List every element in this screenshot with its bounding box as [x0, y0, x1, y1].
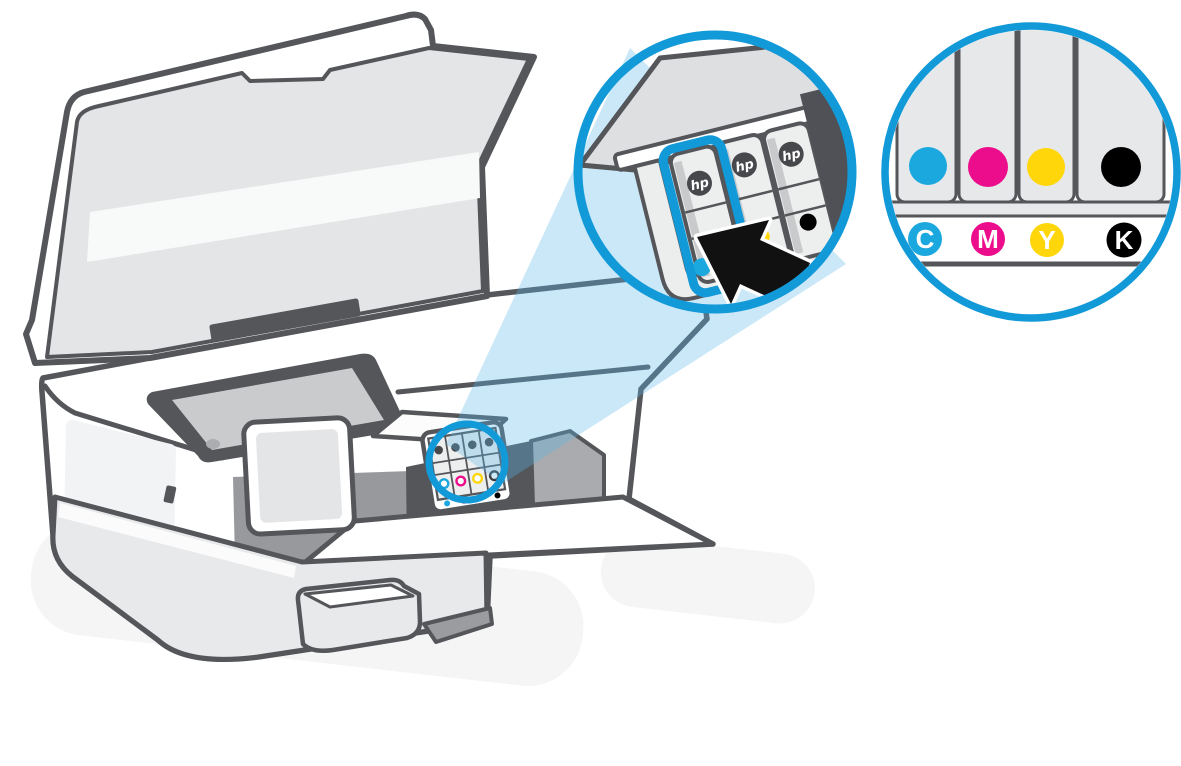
ink-ring-magenta [455, 475, 467, 487]
shadow-right-blob [600, 537, 815, 624]
hp-logo-dot [484, 437, 494, 447]
hp-logo-dot [434, 445, 443, 455]
badge-circle [908, 222, 942, 256]
tray-handle-top [303, 583, 415, 609]
hp-logo-text: hp [781, 146, 803, 165]
badge-circle [1106, 222, 1142, 258]
color-key-view: C M Y K [881, 22, 1181, 322]
door-latch-slot [422, 606, 494, 644]
printer-body [38, 268, 716, 663]
ink-dot-cyan [444, 500, 451, 507]
control-panel [241, 415, 357, 537]
letter-badge-magenta: M [971, 222, 1005, 256]
badge-letter: C [916, 224, 935, 254]
letter-badge-yellow: Y [1030, 223, 1064, 257]
ink-dot-cyan [909, 147, 947, 185]
front-latch-notch [163, 485, 177, 504]
badge-letter: M [977, 224, 999, 254]
control-panel-screen [256, 429, 343, 523]
carriage-dark-end [799, 74, 848, 299]
badge-circle [971, 222, 1005, 256]
hp-logo [778, 141, 804, 167]
badge-letter: K [1115, 225, 1134, 255]
ink-dot-black [1101, 147, 1141, 187]
slot-base-strip [889, 200, 1173, 218]
ink-dot-yellow [1027, 148, 1065, 186]
lid-hinge-bar [209, 298, 361, 343]
badge-letter: Y [1038, 225, 1055, 255]
cartridge-seams [778, 177, 826, 217]
highlight-circle [425, 420, 509, 504]
ink-ring-yellow [472, 472, 484, 484]
hp-logo [731, 152, 757, 178]
cartridge-side-band [766, 137, 804, 255]
ink-dot-magenta [968, 147, 1008, 187]
deck-screw [206, 439, 220, 449]
front-left-edge [42, 383, 225, 461]
cartridge-access-door [300, 494, 716, 567]
ink-dot-black [799, 213, 817, 231]
hp-logo-text: hp [689, 175, 711, 194]
hp-logo [686, 170, 712, 196]
tray-highlight [58, 503, 296, 578]
letter-badge-black: K [1106, 222, 1142, 258]
hp-logo-text: hp [734, 157, 756, 176]
badge-circle [1030, 223, 1064, 257]
hp-logo-dot [467, 440, 477, 450]
ink-ring-black [488, 470, 500, 482]
hp-logo-dot [451, 443, 460, 452]
carriage-side-wall [529, 429, 606, 508]
magnifier-beam-inside [582, 48, 846, 305]
bay-cartridge-dividers [432, 430, 502, 498]
printer-lid [23, 11, 537, 366]
ink-dot-black [494, 492, 501, 499]
scanner-recess-floor [172, 368, 384, 450]
color-key-ring [881, 22, 1181, 322]
carriage-rod-edge [395, 364, 651, 395]
magnifier-ring [573, 30, 857, 314]
letter-badge-cyan: C [908, 222, 942, 256]
lid-highlight-stripe [87, 152, 480, 262]
